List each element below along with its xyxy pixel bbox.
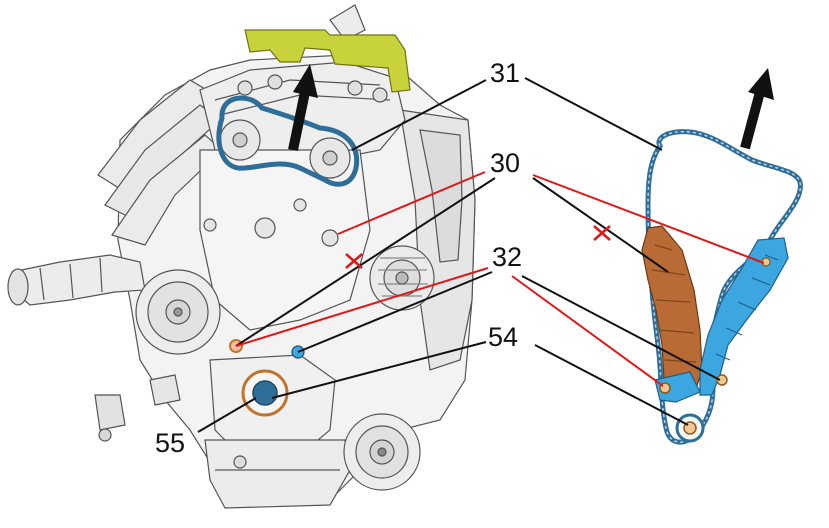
callout-31: 31 [490,58,520,88]
leader-line-31-engine [351,79,487,151]
red-x-mark-icon [345,253,363,269]
leader-line-30-engine-b [235,177,496,347]
callout-54: 54 [488,322,518,352]
leader-line-32-chain-a [511,275,664,387]
leader-line-55 [197,397,257,433]
up-arrow-icon [288,64,318,152]
engine-illustration [7,4,476,509]
callout-30: 30 [490,148,520,178]
up-arrow-icon [740,68,774,150]
leader-line-54-chain [534,344,689,426]
callout-32: 32 [492,242,522,272]
camshaft-locking-plate [244,29,411,93]
tensioner-bracket [654,371,701,403]
leader-line-30-engine-a [337,171,486,235]
tensioner-arm [699,237,789,396]
leader-line-32-engine-a [235,267,489,347]
callout-55: 55 [155,428,185,458]
leader-line-30-chain-b [532,177,669,273]
red-x-mark-icon [593,225,611,241]
leader-line-32-chain-b [521,275,721,381]
engine-timing-chain [216,95,360,187]
leader-line-30-chain-a [532,174,765,264]
leader-line-54-engine [271,341,487,399]
leader-line-32-engine-b [297,271,493,353]
leader-line-31-chain [524,77,663,151]
